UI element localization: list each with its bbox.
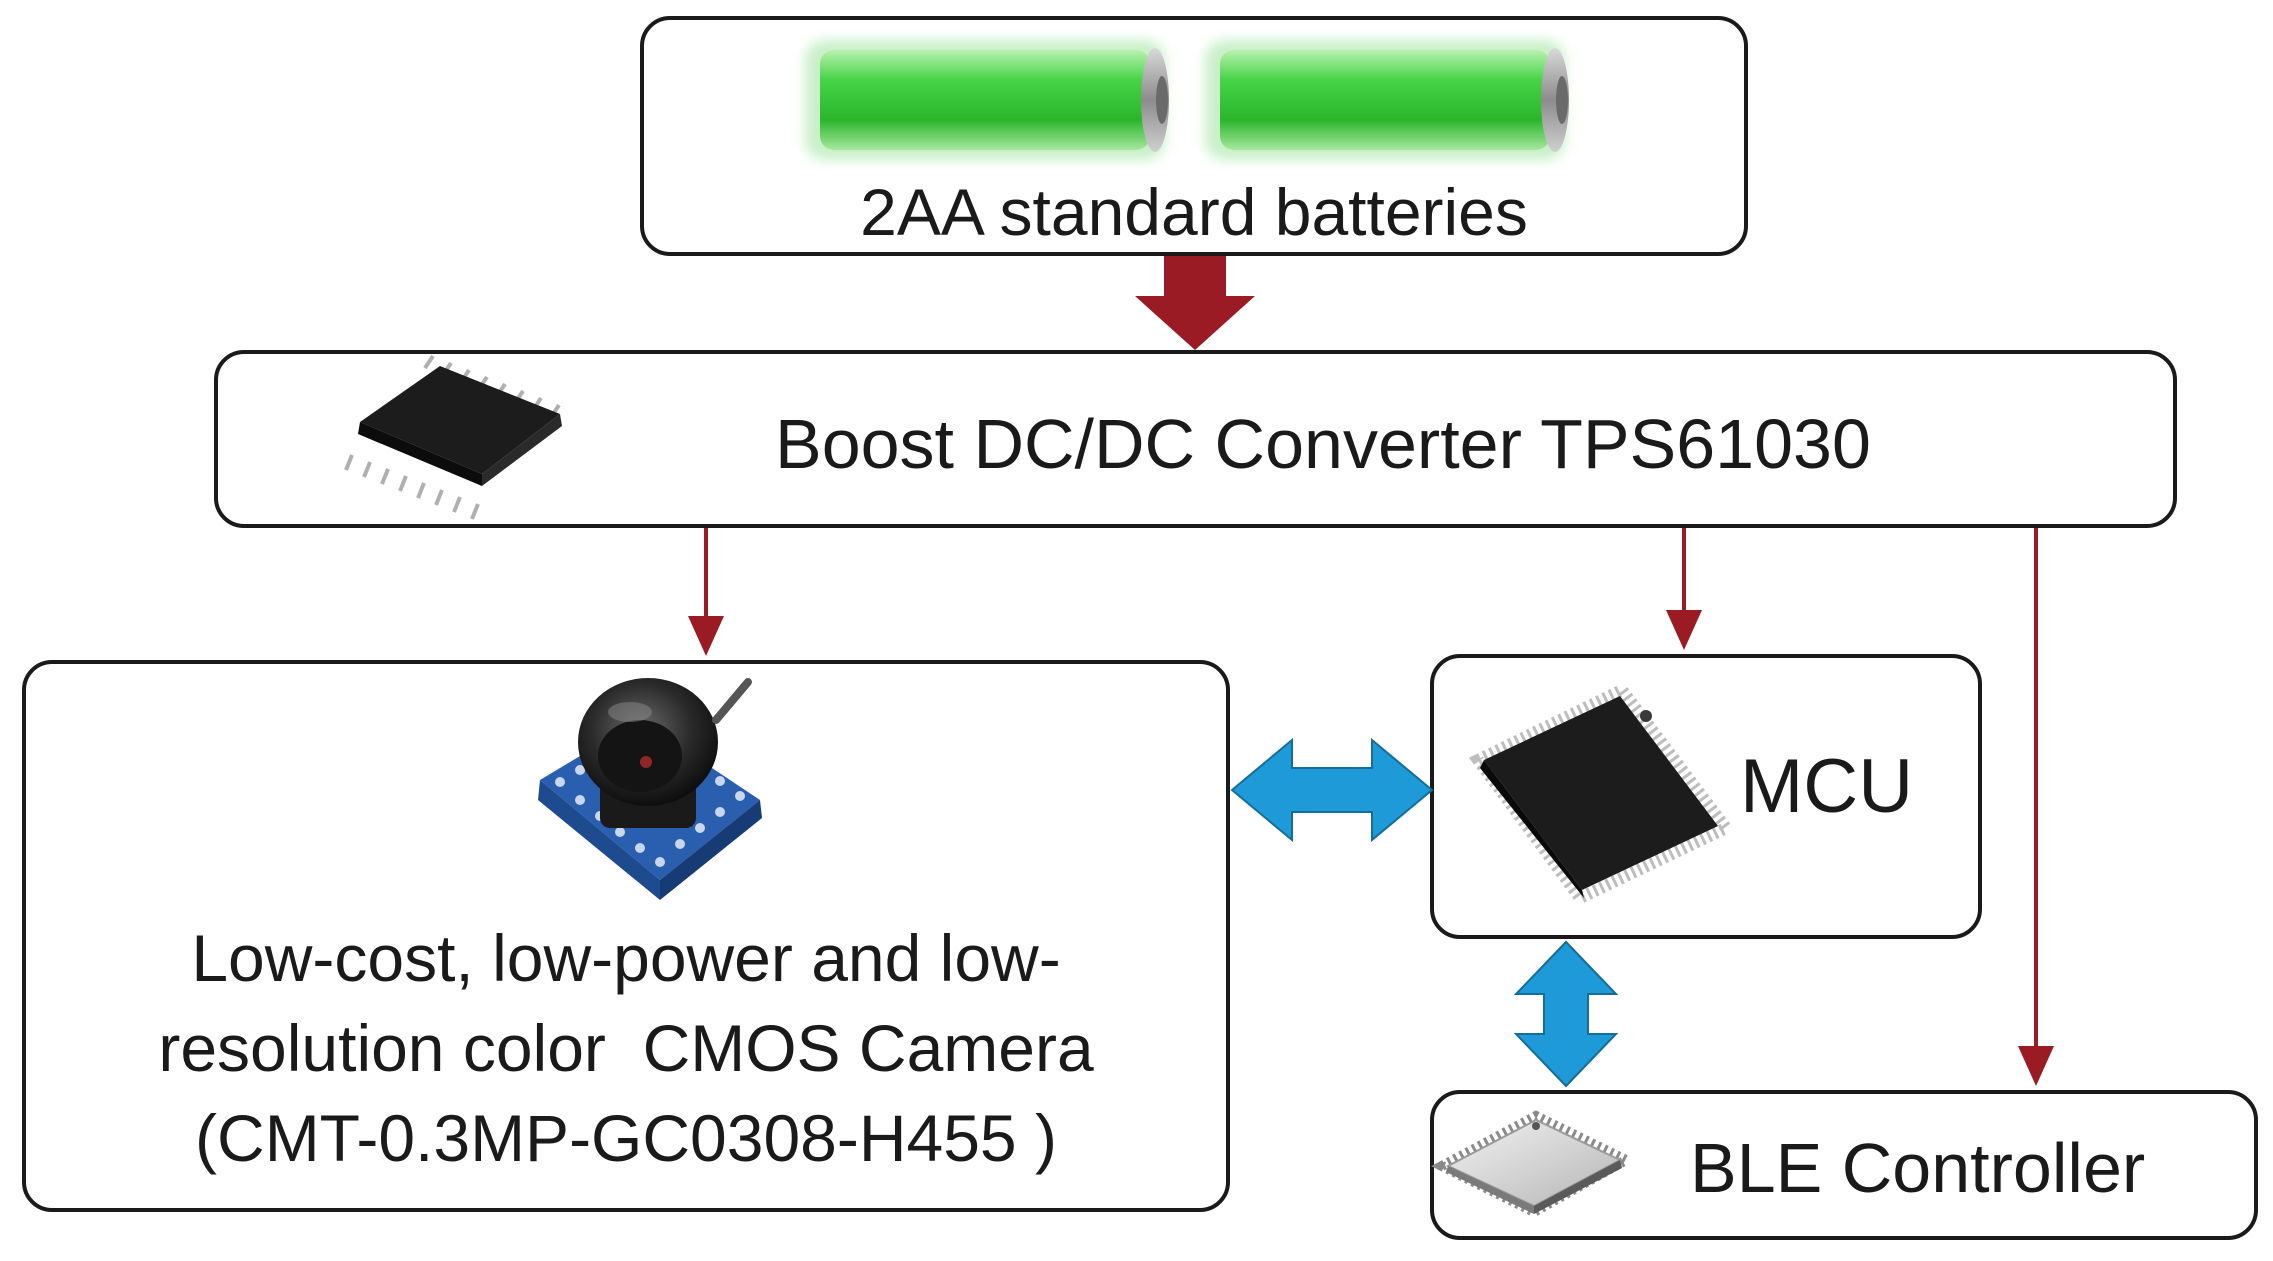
camera-label-line-1: Low-cost, low-power and low- (191, 921, 1061, 995)
batteries-label: 2AA standard batteries (860, 175, 1528, 249)
battery-icon (805, 40, 1169, 160)
camera-module-icon (538, 678, 762, 900)
data-arrow-camera-mcu (1230, 737, 1434, 843)
ble-controller-label: BLE Controller (1690, 1129, 2146, 1207)
ble-chip-icon (1431, 1110, 1637, 1218)
mcu-label: MCU (1740, 744, 1914, 829)
battery-icon (1205, 40, 1569, 160)
ic-chip-icon (344, 354, 562, 520)
mcu-chip-icon (1468, 682, 1736, 906)
power-arrow-boost-to-camera (688, 528, 724, 656)
power-arrow-boost-to-mcu (1666, 528, 1702, 650)
camera-label-line-2: resolution color CMOS Camera (158, 1011, 1094, 1085)
camera-label-line-3: (CMT-0.3MP-GC0308-H455 ) (195, 1101, 1057, 1175)
data-arrow-mcu-ble (1513, 940, 1619, 1088)
power-arrow-battery-to-boost (1135, 256, 1255, 350)
boost-converter-label: Boost DC/DC Converter TPS61030 (775, 405, 1871, 483)
power-arrow-boost-to-ble (2018, 528, 2054, 1086)
